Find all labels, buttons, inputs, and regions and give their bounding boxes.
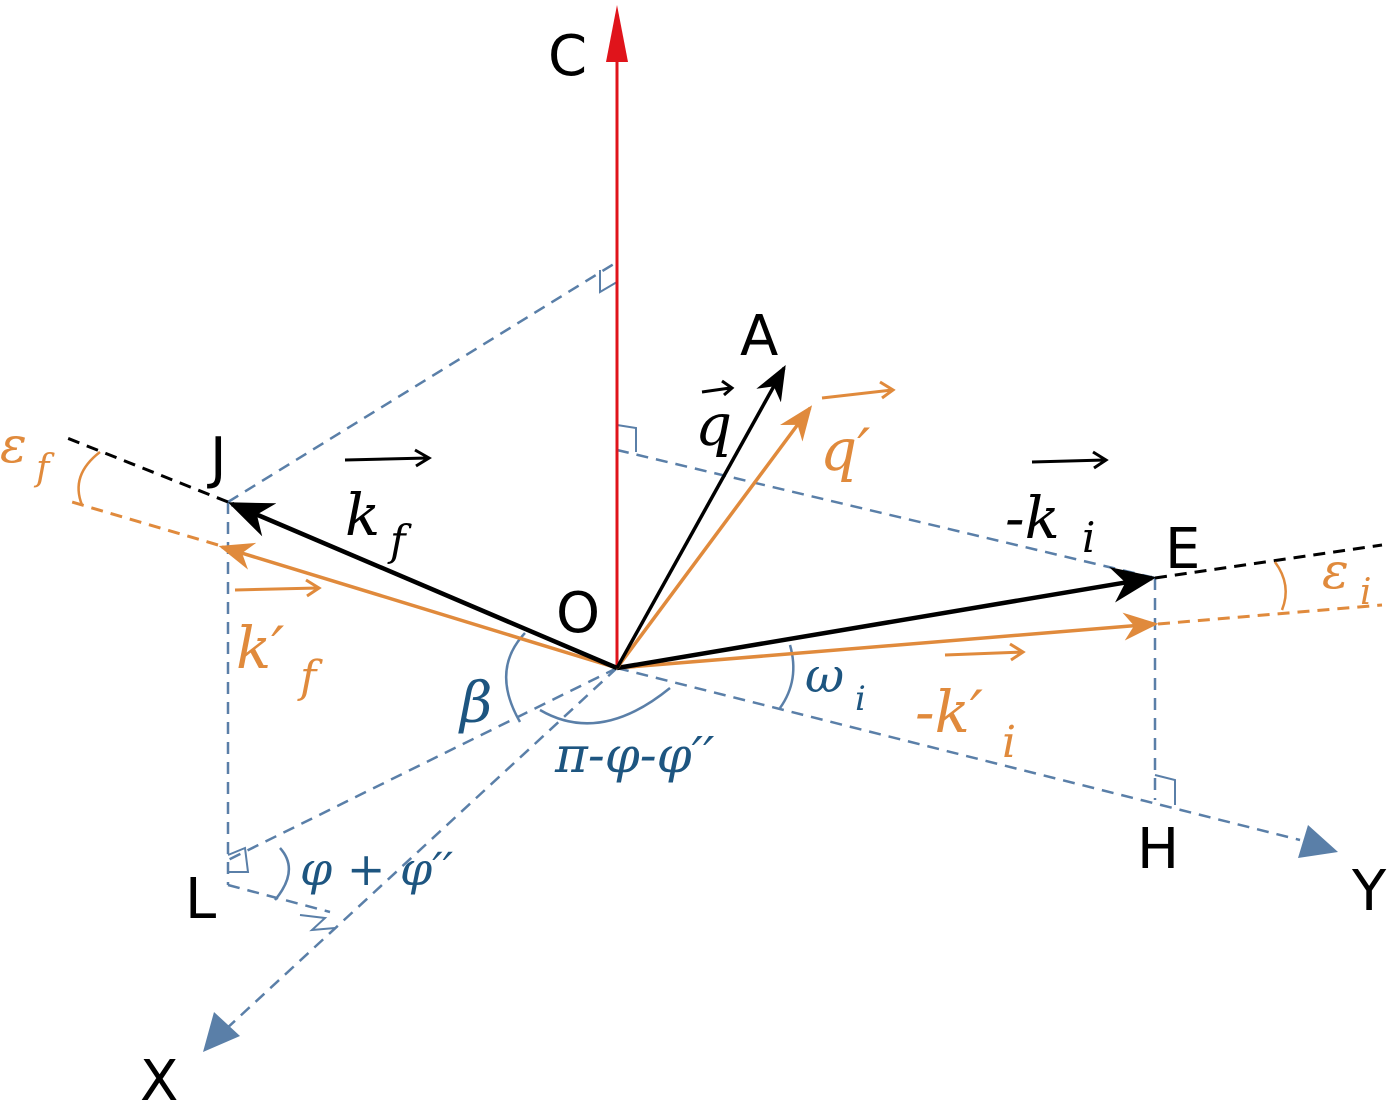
kf-extension bbox=[61, 434, 229, 504]
pi-phi-arc bbox=[539, 687, 671, 725]
eps-i-subscript: i bbox=[1360, 572, 1372, 613]
omega-i-text: ω bbox=[805, 648, 844, 704]
label-beta: β bbox=[458, 671, 492, 736]
k-f-text: k bbox=[345, 481, 380, 549]
kf-prime-extension bbox=[64, 498, 219, 547]
k-f-prime-vector bbox=[218, 542, 618, 670]
q-text: q bbox=[695, 391, 732, 459]
label-j: J bbox=[207, 426, 227, 491]
label-q: q bbox=[695, 379, 735, 459]
omega-arc bbox=[778, 644, 795, 709]
label-k-f: k f bbox=[344, 448, 432, 565]
label-omega-i: ω i bbox=[805, 648, 866, 719]
label-phi-sum: φ + φ′′ bbox=[300, 842, 454, 896]
label-x: X bbox=[140, 1049, 178, 1111]
eps-i-text: ε bbox=[1322, 542, 1349, 600]
q-prime-text: q′ bbox=[820, 416, 870, 484]
k-i-subscript: i bbox=[1082, 513, 1095, 562]
eps-i-arc bbox=[1273, 561, 1287, 611]
y-axis-arrowhead bbox=[1298, 825, 1338, 858]
label-o: O bbox=[556, 581, 600, 646]
q-prime-vector bbox=[615, 405, 813, 670]
label-y: Y bbox=[1351, 859, 1387, 924]
ki-extension bbox=[1154, 543, 1383, 580]
x-axis-arrowhead bbox=[203, 1012, 240, 1052]
k-i-prime-subscript: i bbox=[1002, 717, 1016, 768]
k-f-prime-subscript: f bbox=[297, 652, 323, 703]
ki-prime-extension bbox=[1157, 603, 1383, 626]
k-i-text: -k bbox=[1005, 484, 1060, 552]
k-i-vector bbox=[616, 566, 1157, 671]
label-k-i-prime: -k′ i bbox=[915, 642, 1026, 768]
label-e: E bbox=[1165, 517, 1200, 582]
k-i-prime-text: -k′ bbox=[915, 678, 983, 746]
omega-i-subscript: i bbox=[855, 679, 866, 719]
label-k-i: -k i bbox=[1005, 450, 1109, 562]
label-eps-f: ε f bbox=[0, 416, 55, 489]
phi-sum-arc bbox=[274, 847, 290, 901]
label-eps-i: ε i bbox=[1322, 542, 1372, 613]
c-axis-arrowhead bbox=[606, 5, 628, 62]
k-f-prime-text: k′ bbox=[236, 614, 284, 682]
q-vector bbox=[615, 364, 786, 669]
label-k-f-prime: k′ f bbox=[234, 578, 323, 703]
label-pi-phi-phi: π-φ-φ′′ bbox=[554, 726, 715, 784]
k-f-subscript: f bbox=[387, 516, 412, 565]
eps-f-subscript: f bbox=[33, 448, 55, 489]
k-f-vector bbox=[227, 501, 618, 671]
eps-f-arc bbox=[77, 451, 101, 506]
label-q-prime: q′ bbox=[820, 380, 896, 484]
beta-arc bbox=[504, 632, 526, 723]
eps-f-text: ε bbox=[0, 416, 27, 474]
label-h: H bbox=[1137, 817, 1179, 882]
label-a: A bbox=[740, 304, 778, 369]
x-axis bbox=[224, 667, 618, 1031]
y-axis bbox=[616, 666, 1301, 842]
label-c: C bbox=[548, 24, 587, 89]
label-l: L bbox=[185, 867, 216, 932]
k-i-prime-vector bbox=[616, 612, 1159, 670]
